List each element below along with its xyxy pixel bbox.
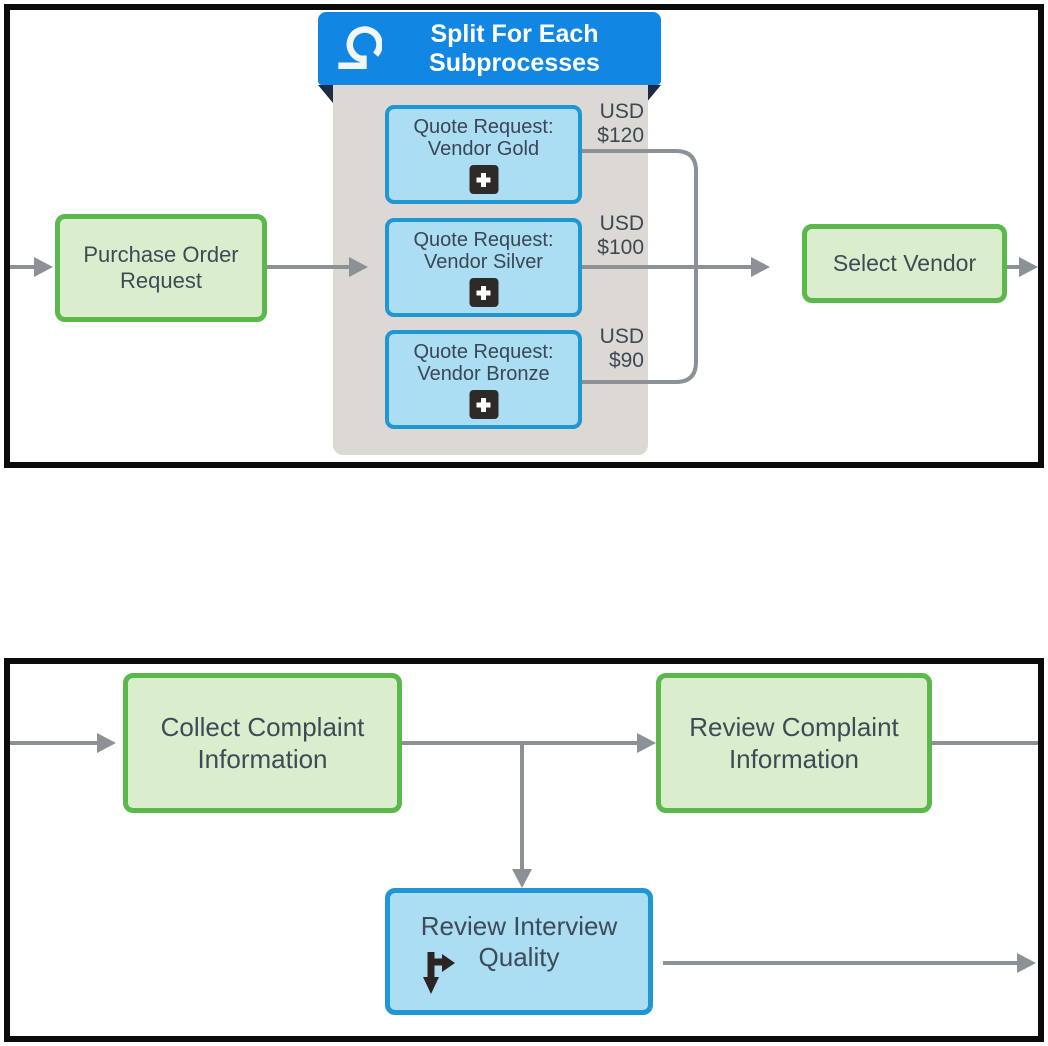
- cost-label-gold: USD $120: [574, 100, 644, 148]
- flow-entry-arrowhead: [34, 257, 53, 277]
- cost-currency: USD: [599, 100, 644, 123]
- cost-amount: $100: [597, 235, 644, 259]
- procurement-diagram-panel: Split For Each Subprocesses Purchase Ord…: [4, 4, 1044, 468]
- cost-currency: USD: [599, 212, 644, 235]
- subprocess-quote-vendor-bronze[interactable]: Quote Request: Vendor Bronze: [385, 330, 582, 429]
- subprocess-label: Quote Request: Vendor Silver: [413, 229, 554, 273]
- cost-label-bronze: USD $90: [574, 325, 644, 373]
- task-collect-complaint-information[interactable]: Collect Complaint Information: [123, 673, 402, 813]
- task-label: Collect Complaint Information: [160, 711, 365, 775]
- task-review-interview-quality[interactable]: Review Interview Quality: [385, 888, 653, 1015]
- header-fold-right: [646, 85, 661, 103]
- flow-collect-to-review-arrowhead: [637, 733, 656, 753]
- header-fold-left: [318, 85, 333, 103]
- task-label: Review Interview Quality: [420, 911, 618, 973]
- task-select-vendor[interactable]: Select Vendor: [802, 224, 1007, 303]
- subprocess-label: Quote Request: Vendor Gold: [413, 116, 554, 160]
- flow-entry-arrowhead: [97, 733, 116, 753]
- flow-branch-down-arrowhead: [512, 869, 532, 888]
- cost-currency: USD: [599, 325, 644, 348]
- cost-amount: $90: [608, 348, 644, 372]
- subprocess-label: Quote Request: Vendor Bronze: [413, 341, 554, 385]
- task-purchase-order-request[interactable]: Purchase Order Request: [55, 214, 267, 322]
- complaint-diagram-panel: Collect Complaint Information Review Com…: [4, 658, 1044, 1042]
- plus-icon[interactable]: [469, 165, 498, 194]
- cost-label-silver: USD $100: [574, 212, 644, 260]
- plus-icon[interactable]: [469, 278, 498, 307]
- task-review-complaint-information[interactable]: Review Complaint Information: [656, 673, 932, 813]
- subprocess-group-header[interactable]: Split For Each Subprocesses: [318, 12, 661, 85]
- subprocess-quote-vendor-silver[interactable]: Quote Request: Vendor Silver: [385, 218, 582, 317]
- flow-exit-arrowhead: [1019, 257, 1038, 277]
- cost-amount: $120: [597, 123, 644, 147]
- fork-icon: [422, 950, 458, 998]
- flow-quality-exit-arrowhead: [1017, 953, 1036, 973]
- group-title: Split For Each Subprocesses: [429, 19, 600, 77]
- plus-icon[interactable]: [469, 390, 498, 419]
- task-label: Purchase Order Request: [83, 241, 239, 293]
- task-label: Select Vendor: [832, 250, 977, 276]
- flow-to-select-vendor-arrowhead: [751, 257, 770, 277]
- subprocess-quote-vendor-gold[interactable]: Quote Request: Vendor Gold: [385, 105, 582, 204]
- loop-icon: [330, 23, 382, 75]
- task-label: Review Complaint Information: [689, 711, 899, 775]
